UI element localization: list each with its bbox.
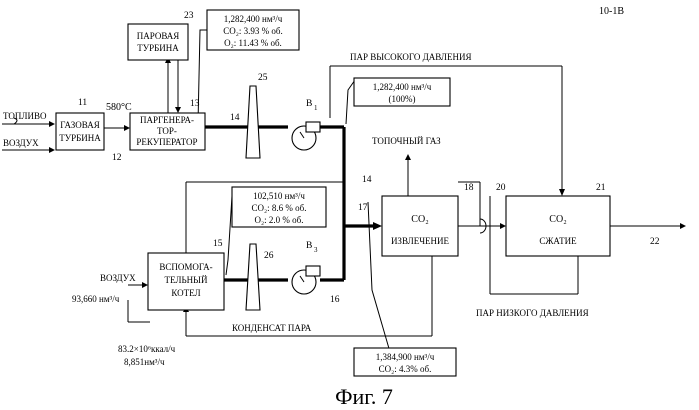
air2-flow: 93,660 нм³/ч: [72, 294, 120, 304]
aux-label-3: КОТЕЛ: [171, 288, 200, 298]
gt-label-1: ГАЗОВАЯ: [60, 120, 99, 130]
ref-21: 21: [596, 183, 606, 193]
hrsg-label-1: ПАРГЕНЕРА-: [140, 115, 194, 125]
st-label-2: ТУРБИНА: [137, 43, 179, 53]
stack-25: [246, 86, 260, 158]
aux-label-2: ТЕЛЬНЫЙ: [165, 275, 208, 285]
gas-turbine-box: [56, 113, 104, 150]
figure-id: 10-1B: [599, 6, 624, 17]
steam-turbine-box: [128, 24, 188, 60]
blower-b3: [292, 266, 320, 294]
callout-b3-line-3: O₂: 2.0 % об.: [255, 215, 304, 225]
co2-comp-label-2: СЖАТИЕ: [539, 236, 577, 246]
callout-mixed-line-1: 1,384,900 нм³/ч: [376, 352, 435, 362]
heat-label-1: 83.2×10⁶ккал/ч: [118, 344, 176, 354]
hp-steam-label: ПАР ВЫСОКОГО ДАВЛЕНИЯ: [350, 52, 472, 62]
ref-b3-sub: 3: [314, 246, 318, 254]
flue-gas-label: ТОПОЧНЫЙ ГАЗ: [372, 136, 441, 146]
ref-25: 25: [258, 73, 268, 83]
ref-18: 18: [464, 183, 474, 193]
ref-26: 26: [264, 251, 274, 261]
callout-mixed-line-2: CO₂: 4.3% об.: [379, 364, 432, 374]
stack-26: [246, 244, 260, 310]
air1-label: ВОЗДУХ: [3, 138, 39, 148]
blower-b1: [292, 122, 320, 150]
co2-rec-label-1: CO₂: [411, 214, 428, 225]
ref-b1-sub: 1: [314, 104, 318, 112]
co2-recovery-box: [382, 196, 458, 256]
heat-label-2: 8,851нм³/ч: [124, 357, 165, 367]
gt-label-2: ТУРБИНА: [59, 133, 101, 143]
air2-label: ВОЗДУХ: [100, 273, 136, 283]
fuel-label: ТОПЛИВО: [3, 111, 47, 121]
co2-compression-box: [506, 196, 610, 256]
ref-14b: 14: [362, 175, 372, 185]
callout-b1-line-2: (100%): [389, 94, 416, 104]
callout-gt-line-2: CO₂: 3.93 % об.: [223, 26, 282, 36]
ref-23: 23: [184, 11, 194, 21]
figure-caption: Фиг. 7: [335, 384, 393, 409]
ref-12: 12: [112, 153, 122, 163]
ref-13: 13: [190, 99, 200, 109]
ref-14a: 14: [230, 113, 240, 123]
hrsg-label-3: РЕКУПЕРАТОР: [136, 137, 197, 147]
ref-16: 16: [330, 295, 340, 305]
aux-label-1: ВСПОМОГА-: [159, 262, 212, 272]
callout-gt-line-1: 1,282,400 нм³/ч: [224, 14, 283, 24]
callout-b3-line-2: CO₂: 8.6 % об.: [252, 203, 307, 213]
ref-11: 11: [78, 98, 87, 108]
co2-rec-label-2: ИЗВЛЕЧЕНИЕ: [391, 236, 450, 246]
lp-steam-label: ПАР НИЗКОГО ДАВЛЕНИЯ: [476, 308, 589, 318]
temp-label: 580°C: [106, 102, 132, 113]
co2-comp-label-1: CO₂: [549, 214, 566, 225]
callout-gt-line-3: O₂: 11.43 % об.: [224, 38, 282, 48]
st-label-1: ПАРОВАЯ: [137, 31, 180, 41]
ref-b3: B: [306, 241, 312, 251]
ref-15: 15: [213, 239, 223, 249]
callout-b3-line-1: 102,510 нм³/ч: [253, 191, 305, 201]
ref-20: 20: [496, 183, 506, 193]
ref-b1: B: [306, 99, 312, 109]
ref-22: 22: [650, 237, 660, 247]
hrsg-label-2: ТОР-: [157, 126, 177, 136]
ref-17: 17: [358, 203, 368, 213]
condensate-label: КОНДЕНСАТ ПАРА: [232, 323, 312, 333]
callout-b1-line-1: 1,282,400 нм³/ч: [373, 82, 432, 92]
